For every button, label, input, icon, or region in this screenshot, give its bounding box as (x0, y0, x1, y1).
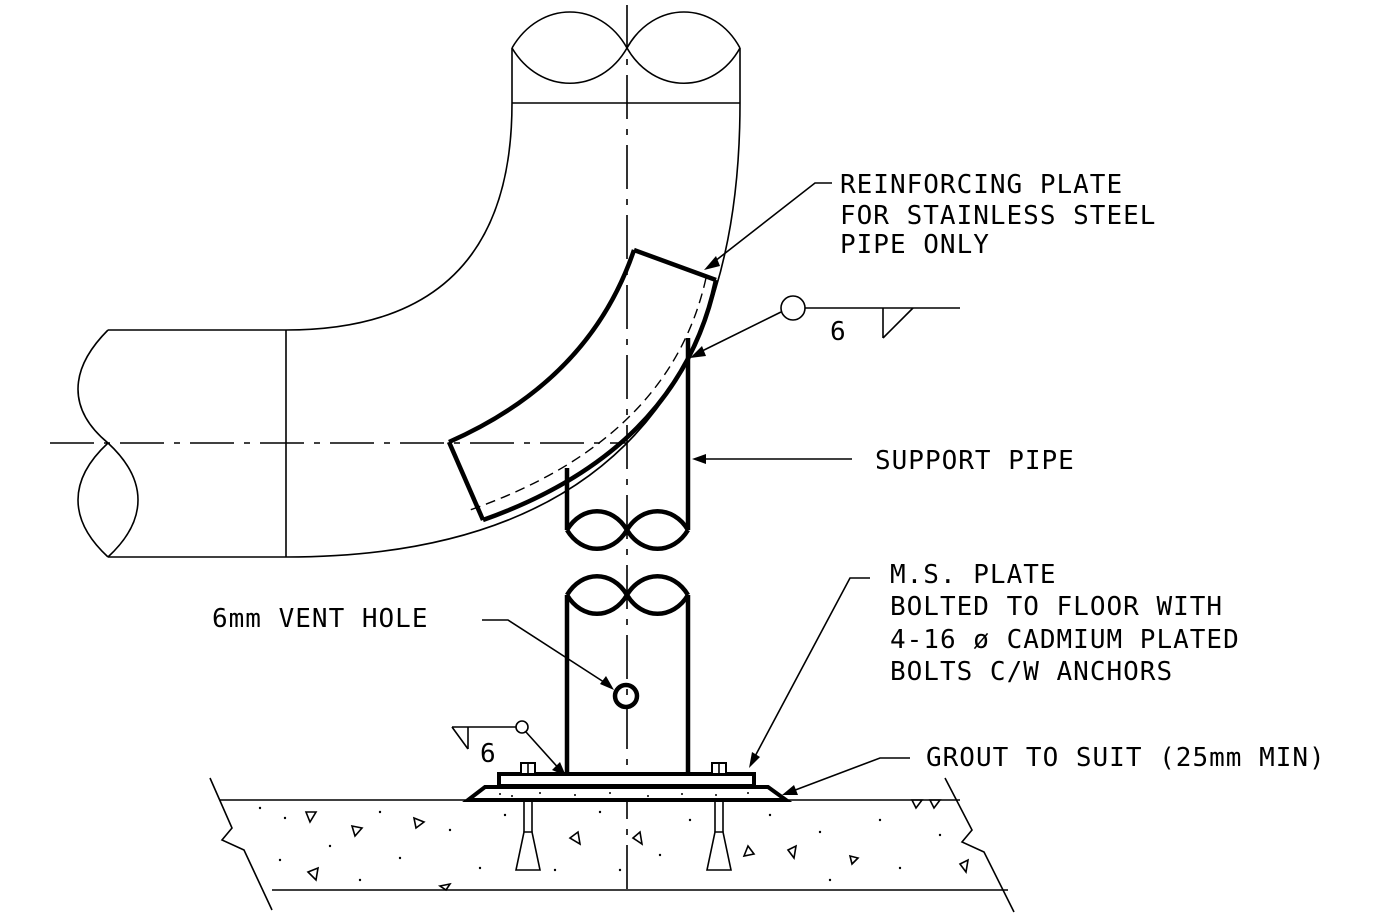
pipe-break-top (511, 46, 741, 84)
vent-hole-icon (612, 682, 640, 710)
weld-all-around-icon-bottom (515, 720, 529, 734)
grout-leader (782, 757, 910, 795)
reinforcing-label-line2: FOR STAINLESS STEEL (840, 201, 1156, 231)
vent-hole-leader (482, 619, 614, 690)
reinforcing-label-line3: PIPE ONLY (840, 230, 990, 260)
elbow-inner-arc (285, 102, 513, 331)
weld-symbol-bottom (451, 720, 566, 776)
base-assembly (462, 762, 793, 871)
elbow-outer-arc (285, 102, 741, 558)
reinforcing-plate-leader (704, 182, 832, 270)
anchor-bolt-right (706, 762, 732, 871)
support-pipe-upper (564, 338, 691, 551)
weld-size-top: 6 (830, 317, 847, 347)
weld-symbol-top (690, 295, 960, 358)
ms-plate-leader (749, 577, 870, 768)
elbow-pipe (77, 11, 741, 558)
support-pipe-leader (692, 454, 852, 464)
ms-plate-label-line3: 4-16 ø CADMIUM PLATED (890, 625, 1240, 655)
grout-speckle (499, 792, 749, 797)
grout-layer (462, 785, 793, 802)
support-pipe-lower (564, 574, 691, 774)
concrete-floor (209, 777, 1015, 913)
weld-all-around-icon (780, 295, 806, 321)
reinforcing-plate (446, 247, 719, 523)
ms-base-plate (497, 772, 756, 788)
grout-label: GROUT TO SUIT (25mm MIN) (926, 743, 1326, 773)
anchor-bolt-left (515, 762, 541, 871)
support-pipe-label: SUPPORT PIPE (875, 446, 1075, 476)
ms-plate-label-line1: M.S. PLATE (890, 560, 1057, 590)
weld-size-bottom: 6 (480, 739, 497, 769)
ms-plate-label-line2: BOLTED TO FLOOR WITH (890, 592, 1223, 622)
reinforcing-label-line1: REINFORCING PLATE (840, 170, 1123, 200)
ms-plate-label-line4: BOLTS C/W ANCHORS (890, 657, 1173, 687)
vent-hole-label: 6mm VENT HOLE (212, 604, 429, 634)
hidden-pipe-outline (469, 277, 707, 511)
concrete-dots (258, 806, 942, 882)
concrete-aggregate (304, 799, 970, 892)
